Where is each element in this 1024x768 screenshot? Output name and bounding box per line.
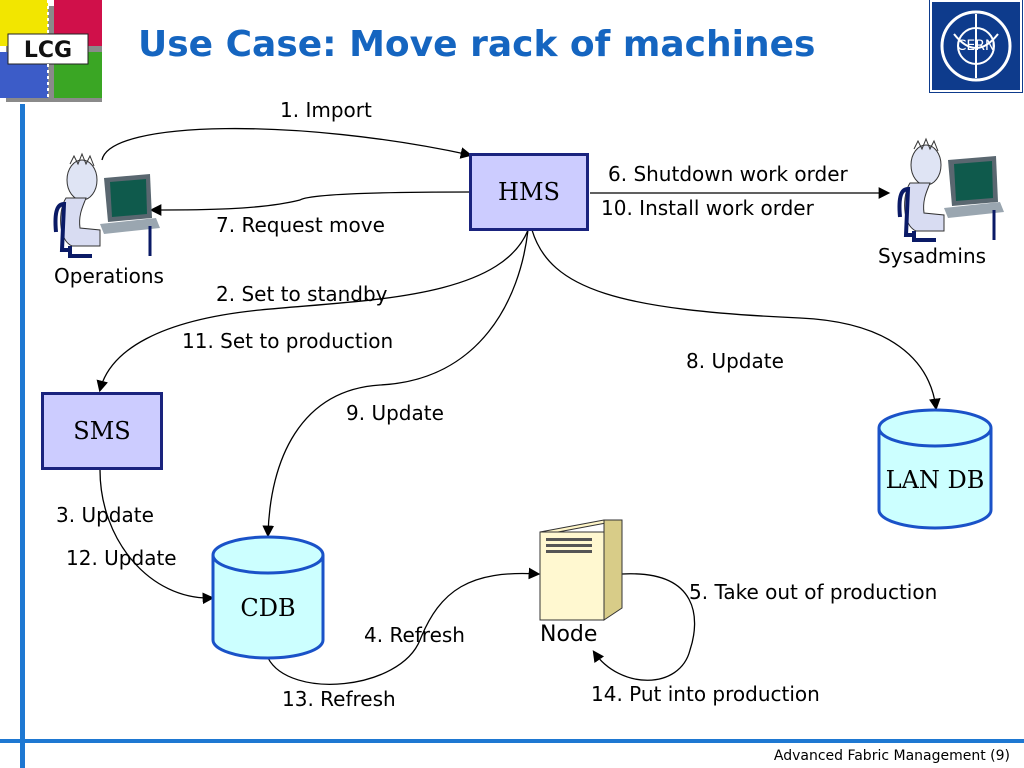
hms-box: HMS: [469, 153, 589, 231]
step-8-label: 8. Update: [686, 349, 784, 373]
bottom-accent-line: [0, 739, 1024, 743]
operations-person-icon: [53, 152, 160, 258]
arrow-refresh: [267, 567, 541, 685]
cern-logo: CERN: [929, 0, 1023, 93]
arrow-import: [101, 127, 473, 161]
slide-title: Use Case: Move rack of machines: [138, 24, 816, 65]
cern-logo-text: CERN: [957, 38, 996, 54]
step-6-label: 6. Shutdown work order: [608, 162, 848, 186]
arrow-standby: [96, 229, 529, 393]
cdb-database-icon: [211, 535, 325, 660]
arrow-request-move: [149, 191, 471, 216]
sysadmins-person-icon: [897, 137, 1004, 242]
step-1-label: 1. Import: [280, 98, 372, 122]
sms-box: SMS: [41, 392, 163, 470]
step-13-label: 13. Refresh: [282, 687, 396, 711]
arrow-update-cdb: [262, 229, 529, 538]
node-server-icon: [539, 519, 623, 621]
arrow-update-sms-cdb: [99, 469, 215, 605]
lan-db-database-icon: [877, 408, 993, 530]
lcg-logo: LCG: [0, 0, 106, 104]
step-9-label: 9. Update: [346, 401, 444, 425]
step-5-label: 5. Take out of production: [689, 580, 938, 604]
slide-footer: Advanced Fabric Management (9): [773, 748, 1010, 764]
step-3-label: 3. Update: [56, 503, 154, 527]
arrow-update-lan: [531, 229, 941, 411]
step-10-label: 10. Install work order: [601, 196, 814, 220]
step-12-label: 12. Update: [66, 546, 177, 570]
operations-label: Operations: [54, 264, 164, 288]
left-accent-line: [20, 104, 25, 768]
step-14-label: 14. Put into production: [591, 682, 820, 706]
step-4-label: 4. Refresh: [364, 623, 465, 647]
step-2-label: 2. Set to standby: [216, 282, 388, 306]
lcg-logo-text: LCG: [24, 38, 72, 63]
arrow-production-loop: [592, 573, 696, 681]
step-7-label: 7. Request move: [216, 213, 385, 237]
lan-db-label: LAN DB: [885, 466, 985, 494]
node-label: Node: [540, 622, 598, 647]
step-11-label: 11. Set to production: [182, 329, 394, 353]
sysadmins-label: Sysadmins: [878, 244, 987, 268]
cdb-label: CDB: [240, 594, 296, 622]
